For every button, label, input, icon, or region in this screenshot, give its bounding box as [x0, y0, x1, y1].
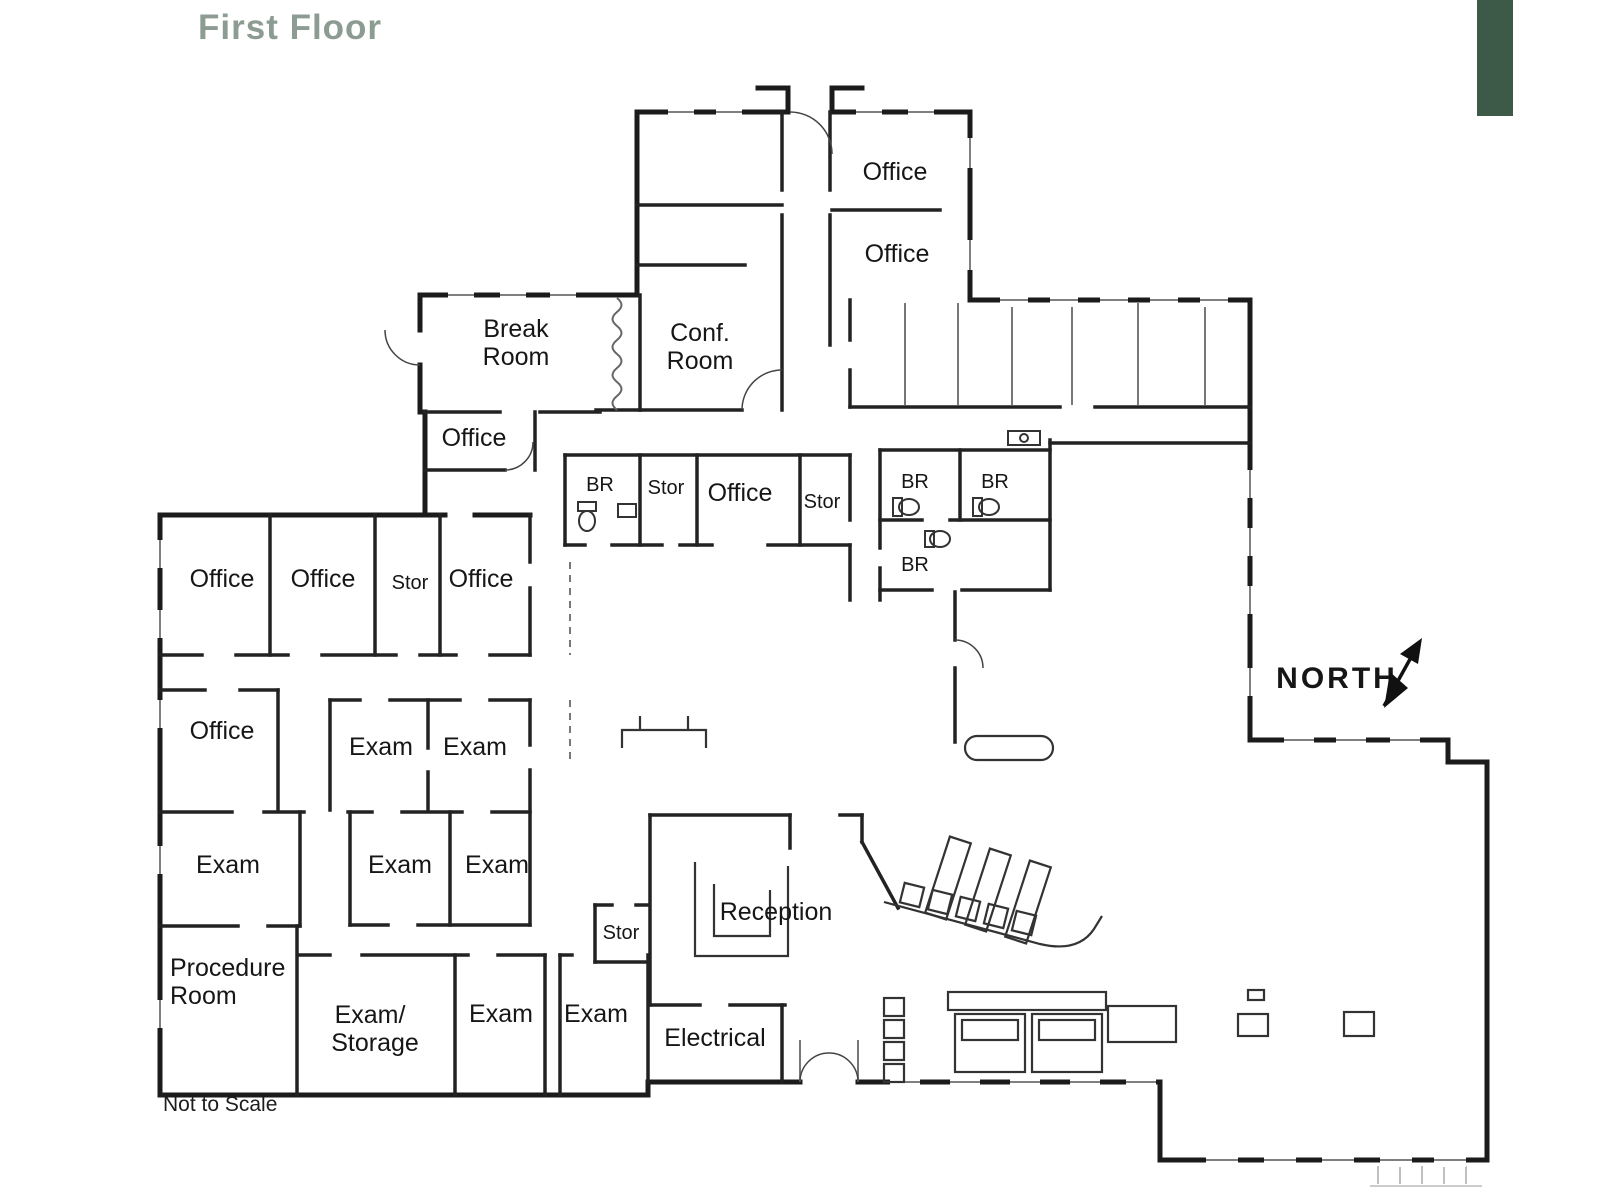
room-label-exam-3: Exam [196, 851, 260, 879]
waiting-chair [982, 902, 1010, 930]
room-label-electrical: Electrical [664, 1024, 765, 1052]
room-label-office-west-1: Office [190, 565, 255, 593]
room-label-office-west-4: Office [190, 717, 255, 745]
door-swings [384, 111, 984, 1083]
room-label-restroom-1: BR [586, 474, 614, 496]
reception-desk [693, 862, 790, 958]
scan-marks [1370, 1166, 1482, 1187]
north-label: NORTH [1276, 662, 1398, 695]
north-arrowhead [1400, 638, 1422, 664]
scale-note: Not to Scale [163, 1093, 278, 1116]
room-label-conf-room-1: Conf. [670, 319, 730, 347]
interior-walls [158, 110, 1252, 1097]
room-label-office-west-3: Office [449, 565, 514, 593]
room-label-storage-3: Stor [392, 572, 429, 594]
partition-walls-light [569, 297, 1206, 1082]
room-label-conf-room-2: Room [667, 347, 734, 375]
room-label-exam-1: Exam [349, 733, 413, 761]
room-label-storage-1: Stor [648, 477, 685, 499]
room-label-exam-storage-2: Storage [331, 1029, 419, 1057]
furniture [620, 716, 1376, 1084]
fixtures [577, 430, 1041, 548]
room-label-exam-7: Exam [564, 1000, 628, 1028]
room-label-restroom-4: BR [901, 554, 929, 576]
room-label-exam-4: Exam [368, 851, 432, 879]
room-labels: Office Office Break Room Conf. Room Offi… [170, 158, 1009, 1057]
window-openings [153, 105, 1466, 1167]
casework [946, 990, 1108, 1012]
reception-counter [963, 734, 1055, 762]
waiting-chair [954, 895, 982, 923]
waiting-rail [883, 900, 1103, 948]
north-pennant [1384, 672, 1408, 708]
room-label-office-ne-2: Office [865, 240, 930, 268]
room-label-restroom-2: BR [901, 471, 929, 493]
waiting-lounge-chair [963, 847, 1013, 933]
room-label-reception: Reception [720, 898, 833, 926]
room-label-exam-storage-1: Exam/ [335, 1001, 406, 1029]
exterior-walls [157, 85, 1490, 1163]
room-label-office-upper-left: Office [442, 424, 507, 452]
page-title: First Floor [198, 8, 383, 47]
room-label-exam-6: Exam [469, 1000, 533, 1028]
room-label-exam-2: Exam [443, 733, 507, 761]
room-label-break-room-1: Break [483, 315, 549, 343]
room-label-office-center: Office [708, 479, 773, 507]
room-label-storage-4: Stor [603, 922, 640, 944]
room-label-office-west-2: Office [291, 565, 356, 593]
room-label-break-room-2: Room [483, 343, 550, 371]
waiting-chair [898, 881, 926, 909]
room-label-restroom-3: BR [981, 471, 1009, 493]
waiting-chair [1010, 909, 1038, 937]
room-label-storage-2: Stor [804, 491, 841, 513]
room-label-office-ne-1: Office [863, 158, 928, 186]
room-label-exam-5: Exam [465, 851, 529, 879]
north-arrow: NORTH [1276, 638, 1422, 708]
room-label-procedure-1: Procedure [170, 954, 285, 982]
waiting-lounge-chair [1003, 859, 1053, 945]
waiting-chair [926, 888, 954, 916]
room-label-procedure-2: Room [170, 982, 237, 1010]
green-corner-block [1477, 0, 1513, 116]
